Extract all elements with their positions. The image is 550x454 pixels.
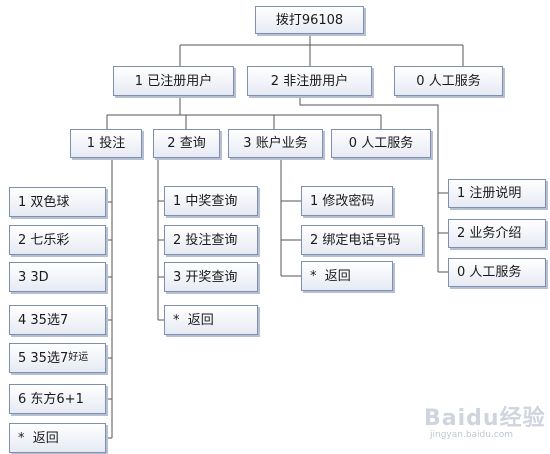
root-node: 拨打96108	[255, 6, 364, 34]
bet-item-qilecai: 2 七乐彩	[9, 225, 106, 255]
query-node: 2 查询	[153, 129, 220, 158]
account-item-bind-phone: 2 绑定电话号码	[301, 225, 423, 255]
human-service-node: 0 人工服务	[394, 66, 503, 96]
query-item-prize: 1 中奖查询	[164, 186, 258, 216]
unregistered-item-register-info: 1 注册说明	[448, 179, 546, 208]
account-item-password: 1 修改密码	[301, 186, 393, 216]
bet-item-haoyun-suffix: 好运	[68, 352, 89, 363]
registered-user-node: 1 已注册用户	[113, 66, 234, 96]
bet-node: 1 投注	[70, 129, 142, 158]
account-node: 3 账户业务	[228, 129, 323, 158]
watermark-logo: Baidu经验	[424, 406, 546, 431]
query-item-draw: 3 开奖查询	[164, 262, 258, 292]
registered-human-service-node: 0 人工服务	[331, 129, 431, 158]
bet-item-dongfang: 6 东方6+1	[9, 384, 106, 414]
unregistered-item-human-service: 0 人工服务	[448, 258, 546, 287]
bet-item-35xuan7-haoyun-label: 5 35选7	[18, 350, 69, 366]
unregistered-item-business-intro: 2 业务介绍	[448, 219, 546, 248]
watermark-url: jingyan.baidu.com	[430, 430, 514, 440]
bet-item-shuangseqiu: 1 双色球	[9, 187, 106, 217]
bet-item-3d: 3 3D	[9, 262, 106, 292]
bet-item-back: * 返回	[9, 423, 106, 453]
query-item-bet: 2 投注查询	[164, 225, 258, 255]
query-item-back: * 返回	[164, 305, 258, 335]
account-item-back: * 返回	[301, 261, 393, 291]
bet-item-35xuan7: 4 35选7	[9, 305, 106, 335]
unregistered-user-node: 2 非注册用户	[247, 66, 372, 96]
